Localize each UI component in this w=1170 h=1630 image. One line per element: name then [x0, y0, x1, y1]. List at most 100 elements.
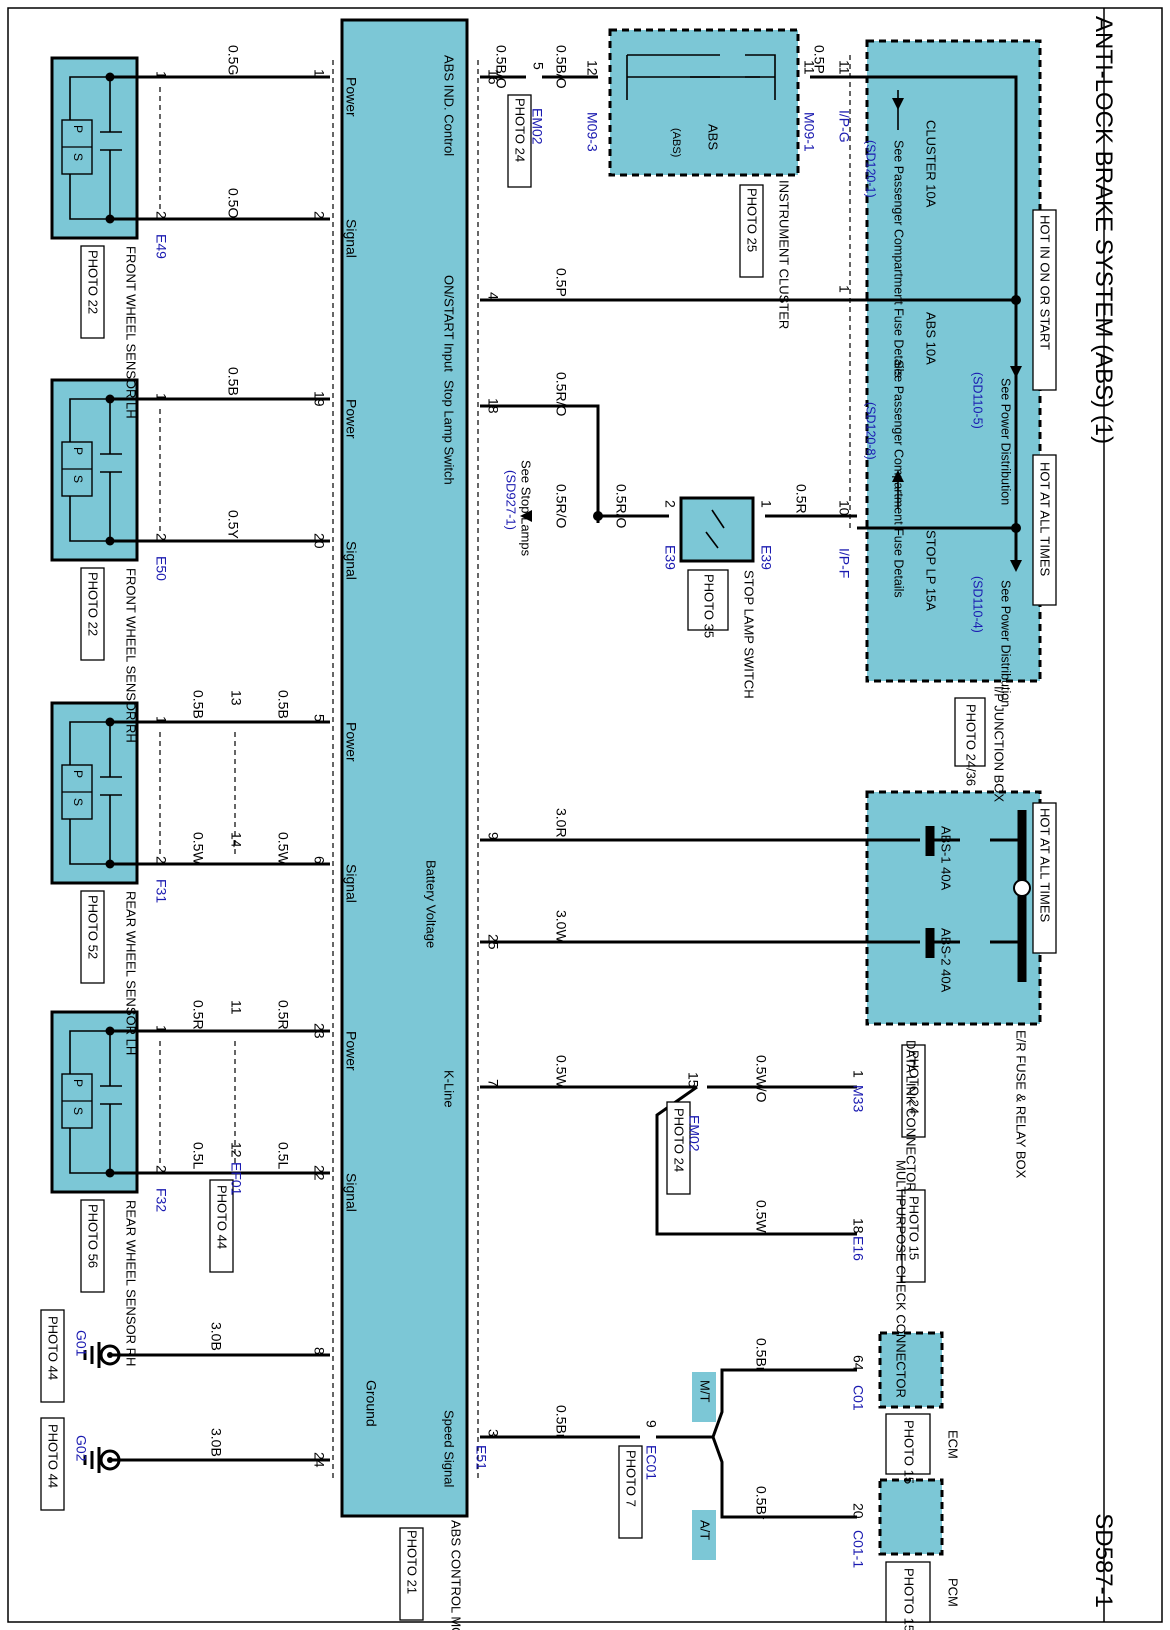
ip_junction_box-see_power_1: See Power Distribution: [999, 378, 1013, 505]
dlc-pin: 1: [850, 1070, 866, 1078]
conn-e51: E51: [473, 1445, 489, 1470]
abs-pin-p7: 7: [485, 1079, 501, 1087]
abs-pin-p16: 16: [485, 69, 501, 85]
mpc-photo: PHOTO 15: [907, 1196, 922, 1260]
ip_junction_box-pin1: 1: [836, 285, 852, 293]
ef01-pin14: 14: [228, 832, 244, 848]
wire-05br-3: 0.5Br: [753, 1486, 769, 1520]
wire-05l-2: 0.5L: [275, 1142, 291, 1169]
sensor-photo-2: PHOTO 52: [86, 895, 101, 959]
signal-label-0: Signal: [343, 219, 359, 258]
abs-pin-p19: 19: [311, 391, 327, 407]
power-label-0: Power: [343, 77, 359, 117]
sensor-s-0: S: [71, 153, 85, 161]
abs-pin-p24: 24: [311, 1452, 327, 1468]
abs-pin-p22: 22: [311, 1165, 327, 1181]
abs-pin-p23: 23: [311, 1023, 327, 1039]
abs-pin-p9: 9: [485, 832, 501, 840]
wire-05r-2: 0.5R: [275, 1000, 291, 1030]
em02-pin15: 15: [685, 1072, 701, 1088]
stop_lamps-ref: (SD927-1): [504, 470, 519, 530]
sensor-pin2-2: 2: [153, 856, 169, 864]
abs_module-right_labels-stop_lamp: Stop Lamp Switch: [442, 380, 457, 485]
sensor-conn-1: E50: [153, 556, 169, 581]
sensor-name-3: REAR WHEEL SENSOR RH: [124, 1200, 139, 1366]
wire-30b-2: 3.0B: [208, 1428, 224, 1457]
power-label-2: Power: [343, 722, 359, 762]
dlc-conn: M33: [850, 1085, 866, 1112]
er-fuse-relay-box: [865, 790, 1042, 1026]
wire-05ro-2: 0.5R/O: [613, 484, 629, 528]
sensor-photo-0: PHOTO 22: [86, 250, 101, 314]
ip_junction_box-conn_g: I/P-G: [836, 110, 852, 143]
sensor-pin1-1: 1: [153, 393, 169, 401]
abs-pin-p5: 5: [311, 714, 327, 722]
ec01-conn: EC01: [643, 1445, 659, 1480]
sensor-pin2-3: 2: [153, 1165, 169, 1173]
power-label-1: Power: [343, 399, 359, 439]
wire-05y: 0.5Y: [225, 510, 241, 539]
abs-pin-p20: 20: [311, 533, 327, 549]
page-frame: [7, 7, 1163, 1623]
sensor-pin1-3: 1: [153, 1025, 169, 1033]
abs_module-name: ABS CONTROL MODULE: [449, 1520, 464, 1630]
wire-05p-2: 0.5P: [553, 268, 569, 297]
pcm-photo: PHOTO 15: [902, 1568, 917, 1630]
ef01-pin13: 13: [228, 690, 244, 706]
mpc-conn: E16: [850, 1236, 866, 1261]
em02-photo: PHOTO 24: [513, 98, 528, 162]
ground-label: Ground: [363, 1380, 379, 1427]
rear-wheel-sensor-lh: [50, 701, 139, 885]
stop_switch-name: STOP LAMP SWITCH: [742, 570, 757, 699]
sensor-photo-3: PHOTO 56: [86, 1204, 101, 1268]
grounds-0-conn: G01: [73, 1330, 89, 1357]
sensor-p-1: P: [71, 447, 85, 455]
pcm-conn: C01-1: [850, 1530, 866, 1568]
ip_junction_box-fuse_cluster: CLUSTER 10A: [924, 120, 939, 208]
dlc-photo: PHOTO 24: [907, 1050, 922, 1114]
mt-tag-bg: [692, 1372, 716, 1422]
abs_module-right_labels-speed: Speed Signal: [442, 1410, 457, 1487]
ground-g01: [83, 1342, 121, 1368]
ef01-pin11: 11: [228, 1000, 244, 1015]
ec01-photo: PHOTO 7: [624, 1450, 639, 1507]
ec01-pin: 9: [643, 1420, 659, 1428]
stop_switch-conn: E39: [758, 545, 774, 570]
ecm-photo: PHOTO 15: [902, 1420, 917, 1484]
ef01-photo: PHOTO 44: [215, 1185, 230, 1249]
em02-pin5: 5: [530, 62, 546, 70]
abs_module-right_labels-on_start: ON/START Input: [442, 275, 457, 372]
ip_junction_box-fuse_stop: STOP LP 15A: [924, 530, 939, 611]
labels: 1219205623228241641892573PowerPowerPower…: [46, 45, 1053, 1630]
ip_junction_box-pin11: 11: [836, 60, 852, 75]
wire-05bo-2: 0.5B/O: [553, 45, 569, 89]
abs-pin-p18: 18: [485, 398, 501, 414]
page-title: ANTI-LOCK BRAKE SYSTEM (ABS) (1): [1090, 16, 1117, 444]
em02-conn: EM02: [529, 108, 545, 145]
wire-05b-3: 0.5B: [275, 690, 291, 719]
ip_junction_box-see_pass_2_ref: (SD120-8): [864, 402, 878, 460]
wire-05p-1: 0.5P: [811, 45, 827, 74]
cluster-name: INSTRUMENT CLUSTER: [777, 180, 792, 329]
sensor-p-3: P: [71, 1079, 85, 1087]
sensor-s-3: S: [71, 1107, 85, 1115]
sensor-name-1: FRONT WHEEL SENSOR RH: [124, 568, 139, 743]
wire-05w-1: 0.5W: [190, 832, 206, 865]
ground-g02: [83, 1447, 121, 1473]
sensor-photo-1: PHOTO 22: [86, 572, 101, 636]
sensor-pin2-0: 2: [153, 211, 169, 219]
ip_junction_box-fuse_abs: ABS 10A: [924, 312, 939, 365]
pcm-name: PCM: [946, 1578, 961, 1607]
wire-30b-1: 3.0B: [208, 1322, 224, 1351]
abs_module-photo: PHOTO 21: [405, 1530, 420, 1594]
stop-lamp-switch: [679, 496, 755, 563]
wire-05br-2: 0.5Br: [753, 1338, 769, 1372]
abs-pin-p8: 8: [311, 1347, 327, 1355]
ip_junction_box-photo: PHOTO 24/36: [964, 704, 979, 786]
stop-switch-conn-2: E39: [662, 545, 678, 570]
wire-05b-2: 0.5B: [190, 690, 206, 719]
stop_switch-pin2: 2: [662, 500, 678, 508]
sensor-conn-0: E49: [153, 234, 169, 259]
wire-05w-3: 0.5W: [553, 1055, 569, 1088]
cluster-conn_b: M09-1: [801, 112, 817, 152]
